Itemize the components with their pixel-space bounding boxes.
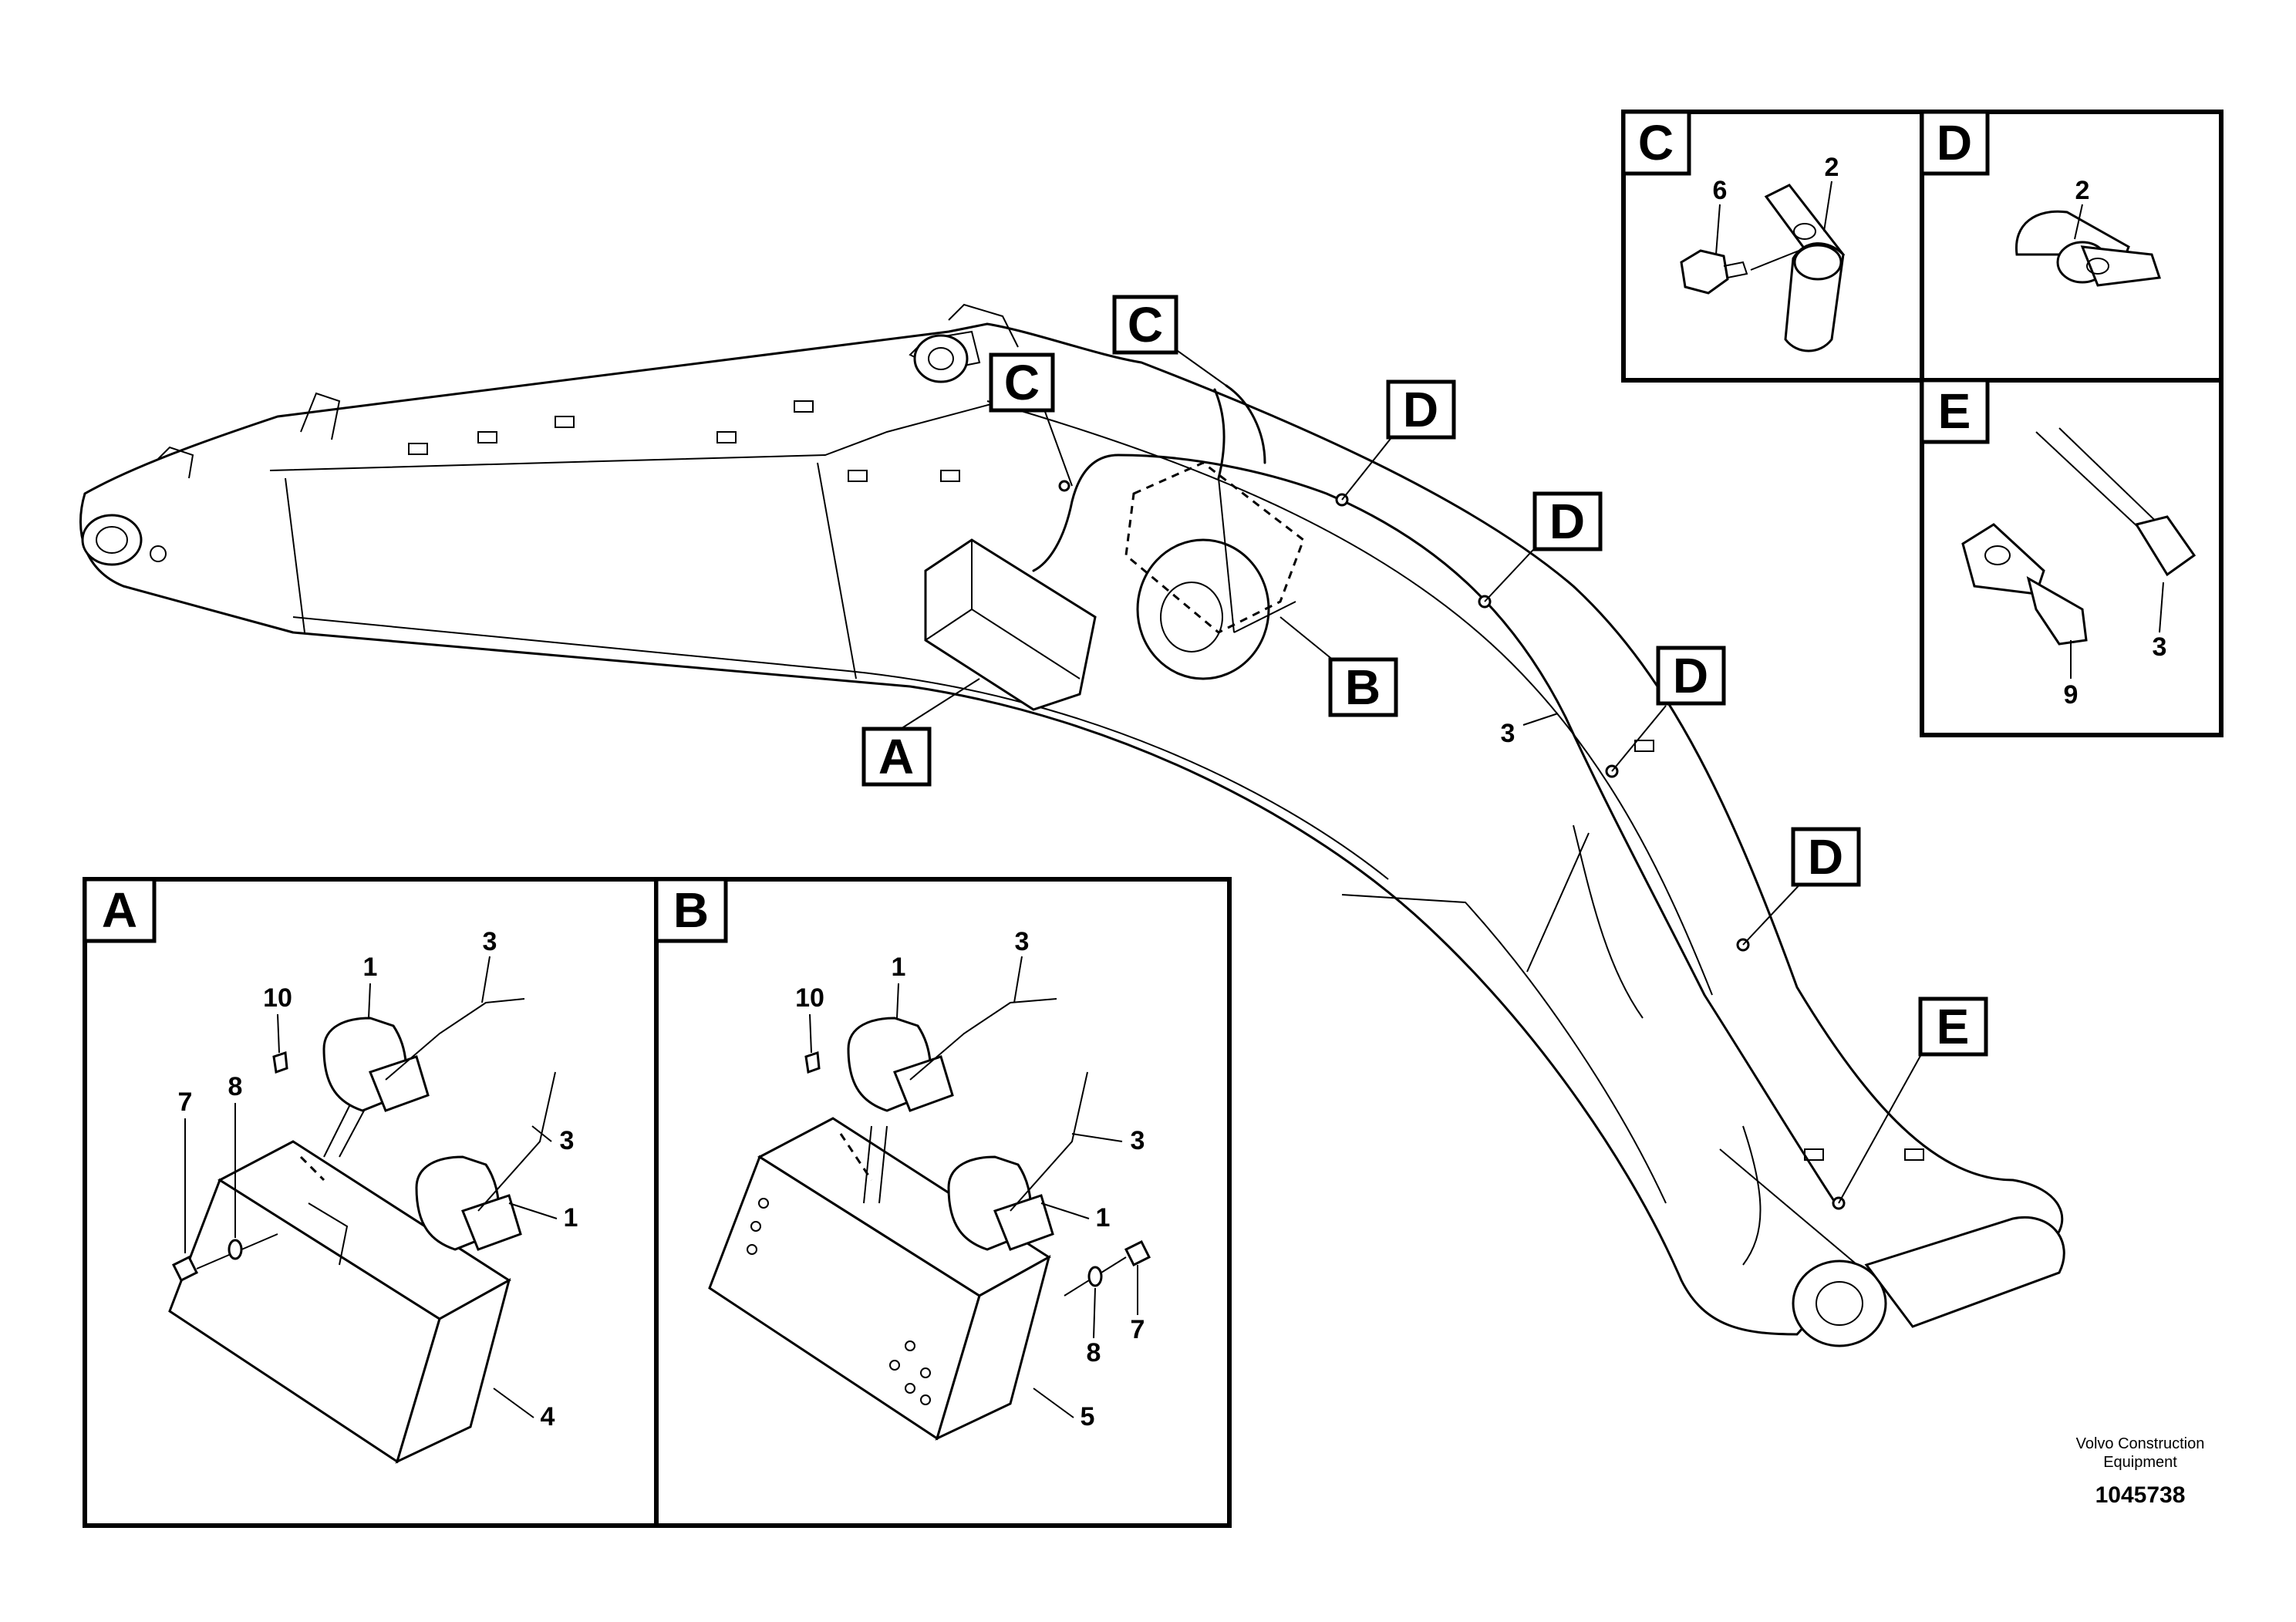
svg-text:8: 8 [228,1072,243,1101]
svg-text:E: E [1937,999,1970,1054]
svg-text:A: A [878,729,914,784]
svg-text:C: C [1004,355,1040,410]
svg-text:10: 10 [795,983,824,1013]
callout-d-4: D [1742,827,1861,946]
svg-text:A: A [102,882,137,938]
boom-structure [79,303,2065,1347]
svg-text:6: 6 [1713,176,1728,205]
harness-label-3: 3 [1501,713,1559,748]
svg-text:D: D [1403,382,1438,437]
light-bracket-b-on-boom [1124,461,1305,680]
company-line-1: Volvo Construction [2076,1435,2205,1452]
svg-text:7: 7 [178,1088,193,1117]
company-line-2: Equipment [2103,1454,2177,1471]
svg-text:4: 4 [541,1402,555,1431]
detail-panel-e: E 3 9 [1920,378,2224,737]
callout-c-1: C [989,352,1073,487]
callout-b: B [1279,616,1398,717]
svg-text:1: 1 [1096,1203,1111,1233]
svg-text:3: 3 [1131,1126,1145,1155]
detail-panel-c: C 6 2 [1621,110,1924,383]
detail-panel-d: D 2 [1920,110,2224,383]
svg-text:3: 3 [1501,719,1515,748]
callout-d-3: D [1611,646,1726,772]
callout-a: A [861,678,980,787]
svg-text:D: D [1673,648,1708,703]
svg-text:B: B [673,882,709,938]
detail-panel-b: B 10 1 3 3 1 8 [654,877,1232,1528]
svg-text:1: 1 [564,1203,578,1233]
svg-text:D: D [1808,829,1843,885]
svg-text:3: 3 [560,1126,575,1155]
svg-text:8: 8 [1087,1338,1101,1367]
callout-c-2: C [1112,295,1227,386]
light-bracket-a-on-boom [924,538,1097,711]
svg-text:D: D [1549,494,1585,549]
svg-text:D: D [1937,115,1972,170]
footer-block: Volvo Construction Equipment 1045738 [2076,1435,2205,1508]
svg-text:10: 10 [263,983,292,1013]
svg-text:B: B [1345,659,1381,715]
svg-text:5: 5 [1081,1402,1095,1431]
svg-text:7: 7 [1131,1315,1145,1344]
svg-text:C: C [1638,115,1674,170]
svg-text:1: 1 [363,953,378,982]
detail-panel-a: A 7 8 10 1 3 3 1 4 [83,877,659,1528]
svg-text:3: 3 [1015,927,1030,956]
svg-text:E: E [1938,383,1971,439]
callout-d-1: D [1341,379,1456,501]
svg-text:3: 3 [483,927,497,956]
callout-d-2: D [1484,491,1603,602]
svg-text:9: 9 [2064,680,2079,710]
svg-text:1: 1 [892,953,906,982]
svg-text:3: 3 [2153,632,2167,662]
callout-e: E [1838,996,1988,1204]
svg-text:C: C [1128,297,1163,352]
drawing-number: 1045738 [2095,1482,2186,1508]
svg-text:2: 2 [1825,153,1839,182]
svg-text:2: 2 [2075,176,2090,205]
